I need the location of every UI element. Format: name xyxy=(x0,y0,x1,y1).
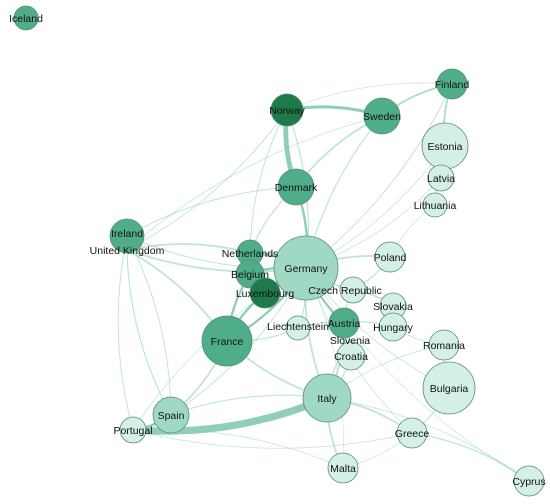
edge-norway-netherlands xyxy=(249,109,288,254)
node-label-germany: Germany xyxy=(284,263,328,275)
node-bulgaria[interactable] xyxy=(422,361,476,415)
node-label-iceland: Iceland xyxy=(9,13,43,25)
node-label-poland: Poland xyxy=(374,252,407,264)
node-hungary[interactable] xyxy=(378,312,408,342)
node-label-czech-republic: Czech Republic xyxy=(308,285,382,297)
node-label-belgium: Belgium xyxy=(231,269,269,281)
node-label-latvia: Latvia xyxy=(427,173,455,185)
node-label-luxembourg: Luxembourg xyxy=(236,288,295,300)
node-label-romania: Romania xyxy=(423,340,465,352)
node-label-finland: Finland xyxy=(435,79,470,91)
node-label-malta: Malta xyxy=(330,463,356,475)
node-lithuania[interactable] xyxy=(422,192,448,218)
node-france[interactable] xyxy=(201,315,253,367)
node-czech-republic[interactable] xyxy=(339,276,367,304)
edge-portugal-greece xyxy=(132,429,413,449)
node-denmark[interactable] xyxy=(277,168,315,206)
edge-united_kingdom-norway xyxy=(126,109,288,251)
node-label-cyprus: Cyprus xyxy=(512,476,545,488)
node-ireland[interactable] xyxy=(109,218,145,254)
node-germany[interactable] xyxy=(273,235,339,301)
node-label-greece: Greece xyxy=(395,428,430,440)
node-label-hungary: Hungary xyxy=(373,322,413,334)
edge-portugal-malta xyxy=(132,428,344,469)
edge-ireland-portugal xyxy=(117,235,134,431)
node-finland[interactable] xyxy=(436,68,468,100)
edge-portugal-italy xyxy=(129,394,331,435)
edge-italy-cyprus xyxy=(326,397,530,482)
node-label-lithuania: Lithuania xyxy=(414,200,457,212)
node-label-slovenia: Slovenia xyxy=(330,335,370,347)
node-label-spain: Spain xyxy=(158,410,185,422)
node-iceland[interactable] xyxy=(13,5,39,31)
node-austria[interactable] xyxy=(328,307,360,339)
edge-united_kingdom-spain xyxy=(126,249,172,416)
edge-cyprus-germany xyxy=(305,267,530,482)
node-label-united-kingdom: United Kingdom xyxy=(90,245,165,257)
node-portugal[interactable] xyxy=(119,416,147,444)
edge-greece-cyprus xyxy=(411,432,530,482)
edge-finland-norway xyxy=(286,82,453,111)
node-croatia[interactable] xyxy=(336,341,366,371)
node-label-sweden: Sweden xyxy=(363,111,401,123)
edge-united_kingdom-sweden xyxy=(126,115,383,251)
node-label-italy: Italy xyxy=(317,393,337,405)
node-label-croatia: Croatia xyxy=(334,351,368,363)
edge-ireland-spain xyxy=(126,235,172,416)
node-latvia[interactable] xyxy=(427,164,455,192)
node-poland[interactable] xyxy=(374,241,406,273)
node-romania[interactable] xyxy=(428,329,460,361)
node-label-liechtenstein: Liechtenstein xyxy=(267,321,329,333)
node-label-estonia: Estonia xyxy=(427,141,462,153)
node-label-norway: Norway xyxy=(269,105,305,117)
node-spain[interactable] xyxy=(152,396,190,434)
node-greece[interactable] xyxy=(396,417,428,449)
edge-united_kingdom-netherlands xyxy=(126,243,251,254)
node-label-france: France xyxy=(211,336,244,348)
edge-ireland-denmark xyxy=(126,186,297,237)
node-label-bulgaria: Bulgaria xyxy=(430,383,469,395)
node-label-denmark: Denmark xyxy=(275,182,318,194)
node-sweden[interactable] xyxy=(363,97,401,135)
node-luxembourg[interactable] xyxy=(249,277,281,309)
node-label-ireland: Ireland xyxy=(111,228,143,240)
node-norway[interactable] xyxy=(270,93,304,127)
node-label-austria: Austria xyxy=(328,318,361,330)
node-label-slovakia: Slovakia xyxy=(373,301,413,313)
node-italy[interactable] xyxy=(302,373,352,423)
node-malta[interactable] xyxy=(327,452,359,484)
node-layer xyxy=(13,5,545,497)
node-label-portugal: Portugal xyxy=(113,425,152,437)
node-liechtenstein[interactable] xyxy=(285,315,311,341)
node-cyprus[interactable] xyxy=(513,465,545,497)
node-label-netherlands: Netherlands xyxy=(222,248,279,260)
